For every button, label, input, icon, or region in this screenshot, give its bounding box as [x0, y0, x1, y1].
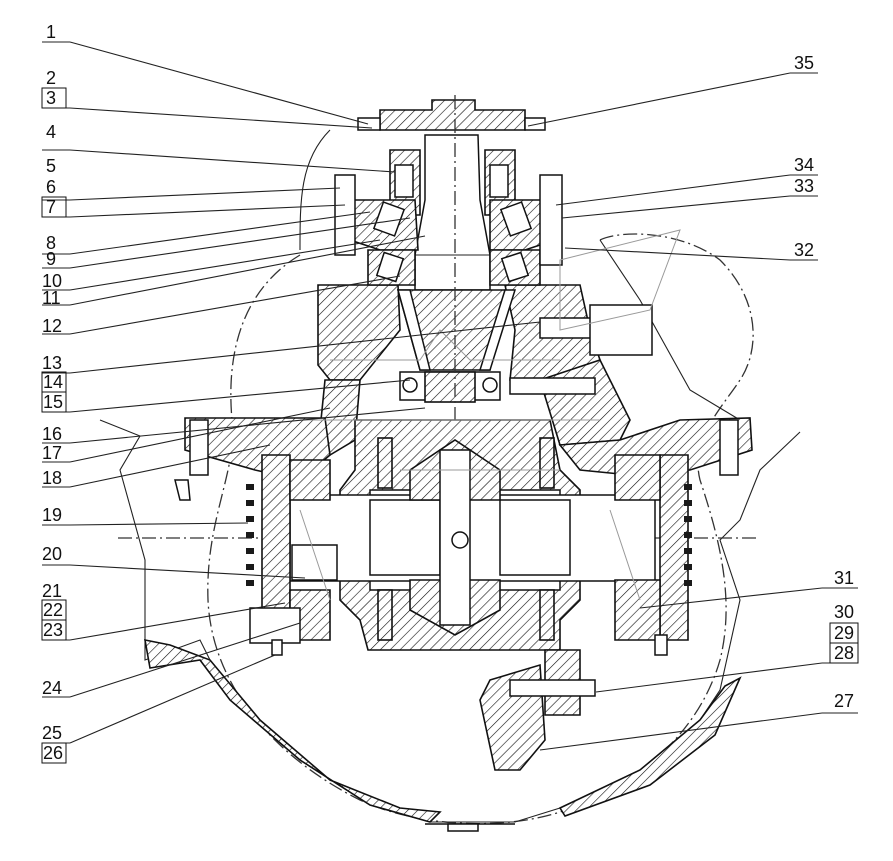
- callout-25: 25: [42, 723, 62, 743]
- callout-35: 35: [794, 53, 814, 73]
- callout-22: 22: [43, 600, 63, 620]
- leader-lines: [42, 41, 858, 751]
- callout-14: 14: [43, 372, 63, 392]
- callout-30: 30: [834, 602, 854, 622]
- callout-2: 2: [46, 68, 56, 88]
- callout-8: 8: [46, 233, 56, 253]
- callout-5: 5: [46, 156, 56, 176]
- callout-7: 7: [46, 197, 56, 217]
- pinion-shaft: [414, 134, 491, 291]
- callout-20: 20: [42, 544, 62, 564]
- left-cap-teeth: [246, 484, 254, 586]
- callout-11: 11: [42, 288, 61, 308]
- callout-6: 6: [46, 177, 56, 197]
- watermark: [299, 229, 681, 601]
- right-cap-teeth: [684, 484, 692, 586]
- drain-plug: [425, 823, 515, 832]
- callout-10: 10: [42, 271, 62, 291]
- callout-13: 13: [42, 353, 62, 373]
- callout-33: 33: [794, 176, 814, 196]
- callout-16: 16: [42, 424, 62, 444]
- callout-3: 3: [46, 88, 56, 108]
- callout-18: 18: [42, 468, 62, 488]
- callout-4: 4: [46, 122, 56, 142]
- pinion-bearings: [349, 199, 556, 286]
- pilot-bearing: [399, 371, 501, 403]
- callout-boxes: [41, 87, 859, 764]
- callout-15: 15: [43, 392, 63, 412]
- callout-9: 9: [46, 249, 56, 269]
- callout-12: 12: [42, 316, 62, 336]
- callout-27: 27: [834, 691, 854, 711]
- lower-casing-band: [144, 638, 742, 823]
- callout-19: 19: [42, 505, 62, 525]
- left-bearing-cap: [246, 454, 338, 656]
- callout-26: 26: [43, 743, 63, 763]
- bolts: [189, 174, 739, 697]
- pinion-flange: [357, 99, 546, 216]
- callout-labels: 1 2 3 4 5 6 7 8 9 10 11 12 13 14 15 16 1…: [42, 22, 854, 763]
- callout-29: 29: [834, 623, 854, 643]
- callout-21: 21: [42, 581, 62, 601]
- callout-23: 23: [43, 620, 63, 640]
- ring-gear: [479, 649, 581, 771]
- callout-32: 32: [794, 240, 814, 260]
- callout-24: 24: [42, 678, 62, 698]
- right-bearing-cap: [614, 454, 692, 656]
- callout-1: 1: [46, 22, 56, 42]
- half-shaft: [289, 494, 656, 582]
- callout-34: 34: [794, 155, 814, 175]
- callout-28: 28: [834, 643, 854, 663]
- pinion-gear: [396, 289, 517, 371]
- callout-17: 17: [42, 443, 62, 463]
- callout-31: 31: [834, 568, 854, 588]
